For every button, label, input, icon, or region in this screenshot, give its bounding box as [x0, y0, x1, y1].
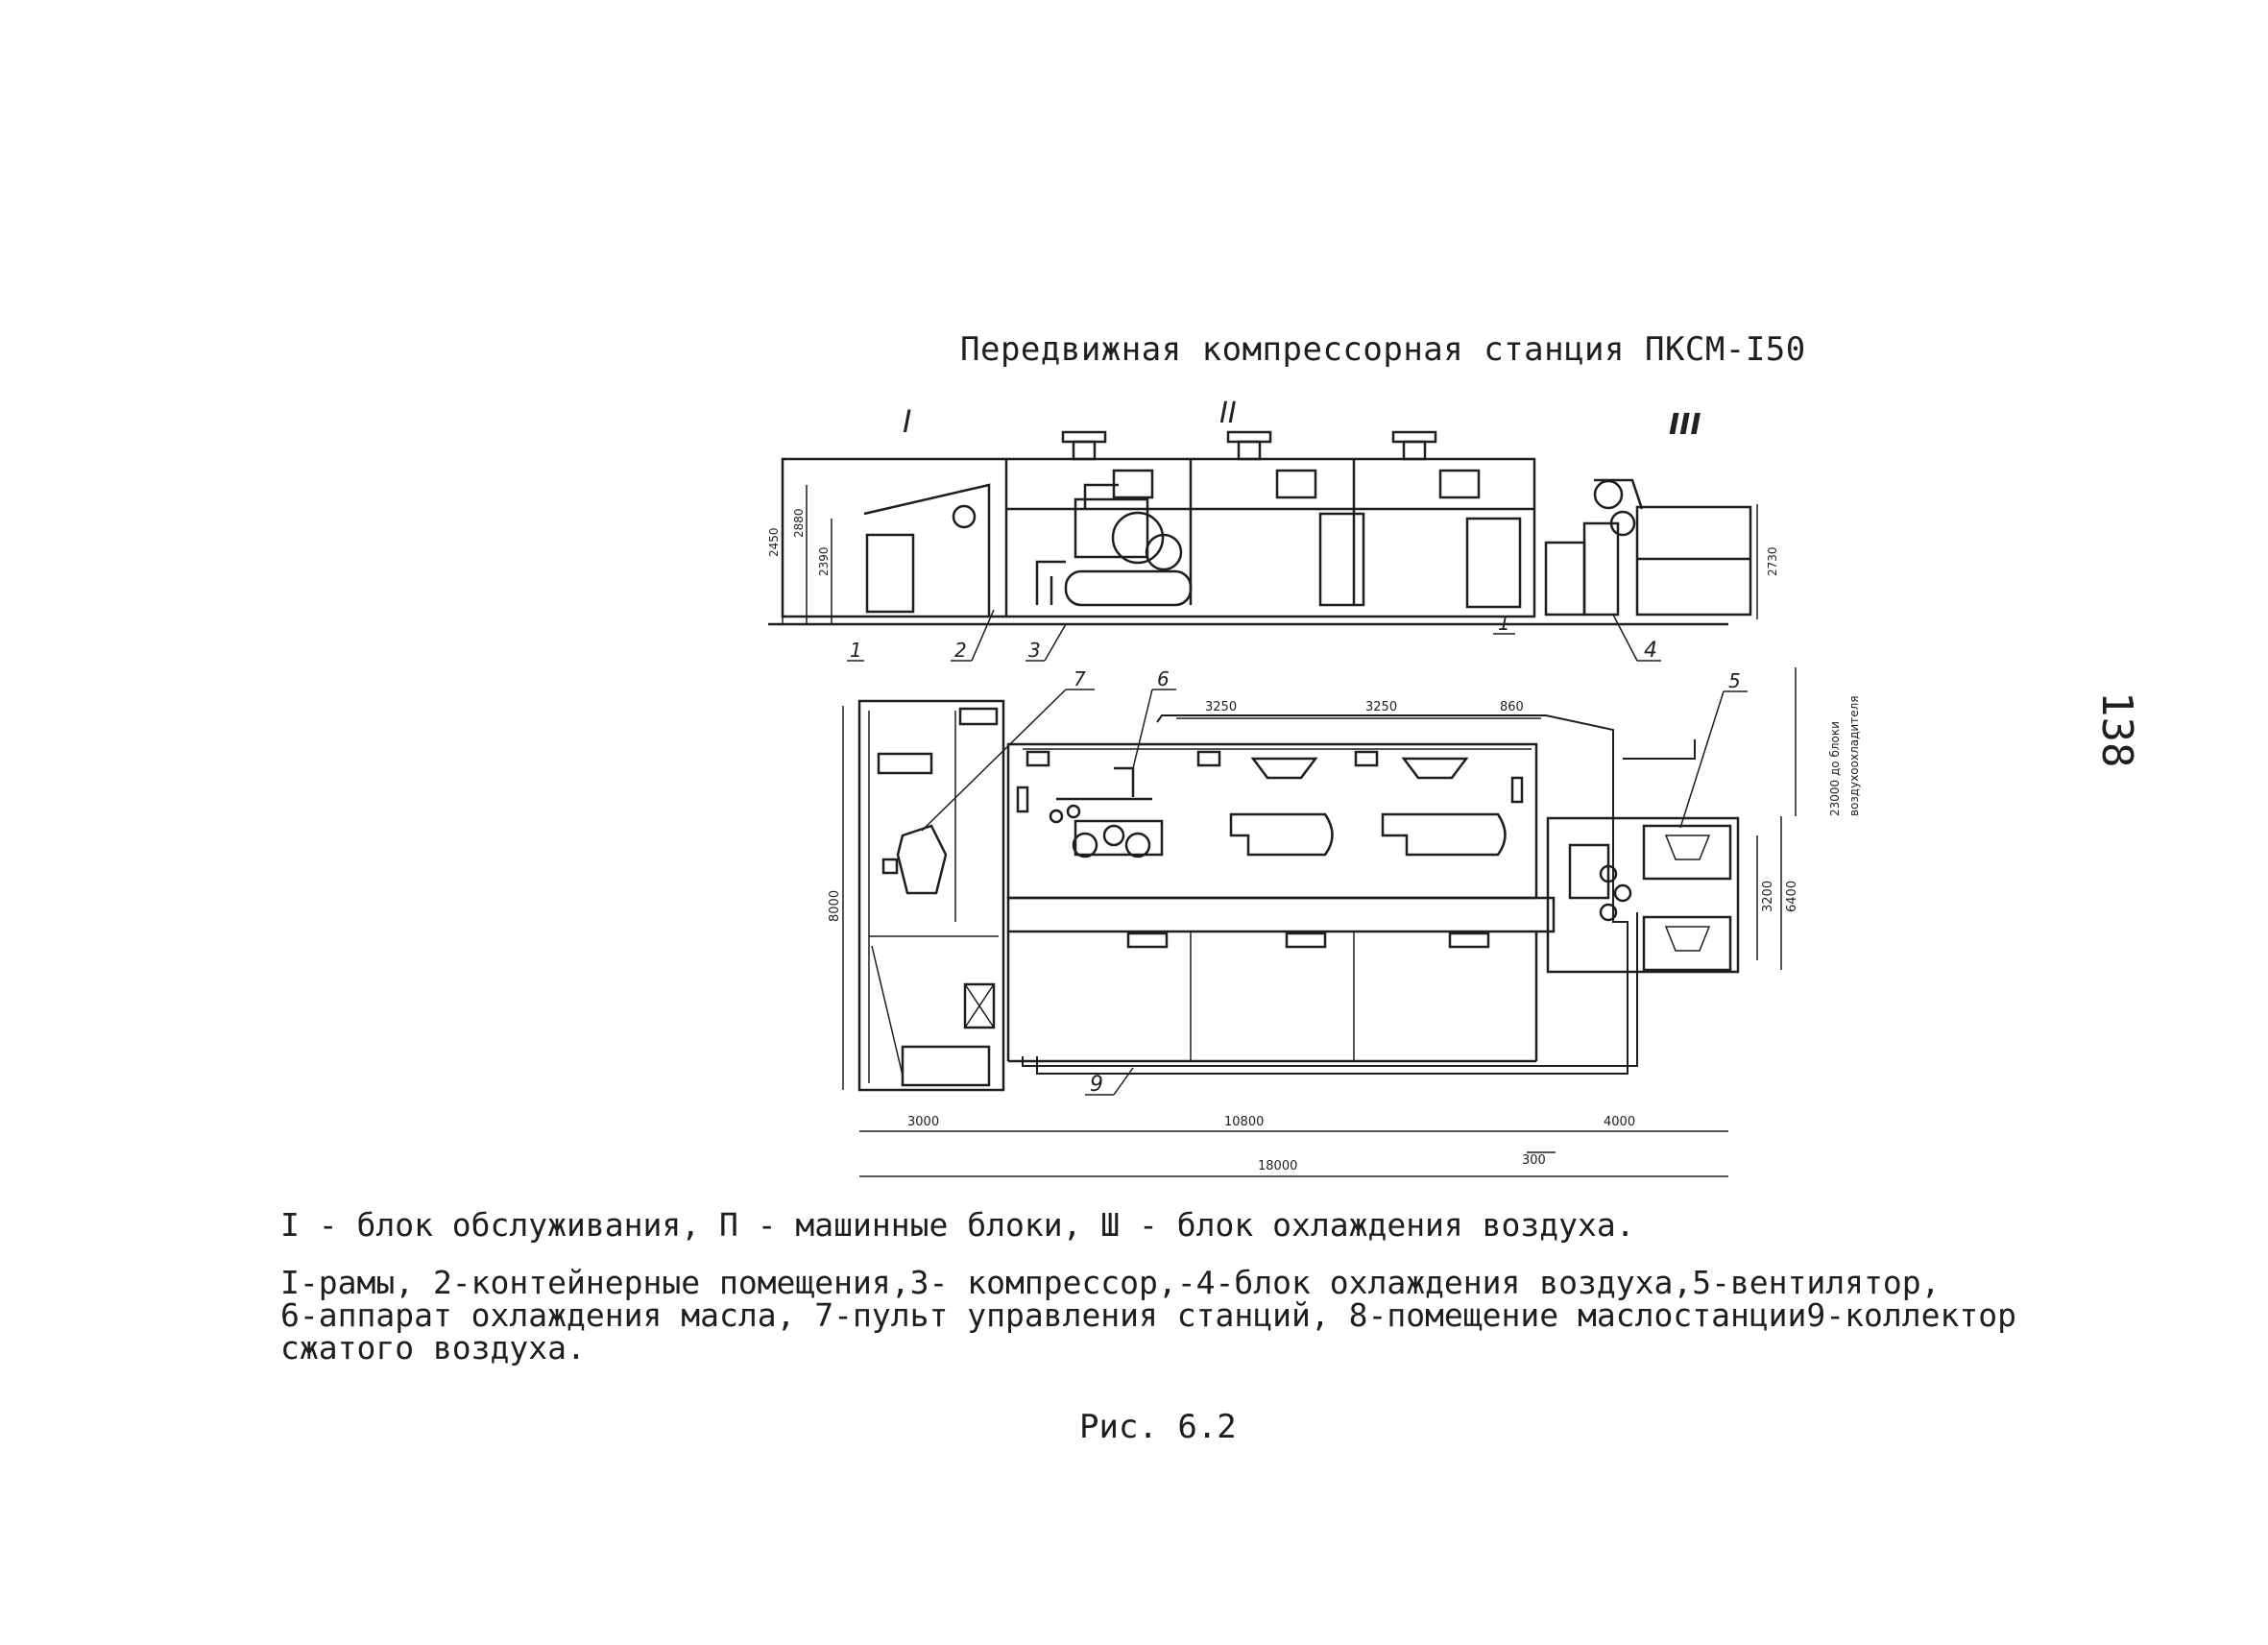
side-vent-3 [1402, 440, 1427, 461]
dim-2390: 2390 [817, 546, 831, 576]
plan-hall-door-left [1016, 786, 1029, 813]
oil-station-equipment [901, 1045, 991, 1087]
caption-line-4: сжатого воздуха. [280, 1329, 586, 1367]
dim-8000: 8000 [828, 890, 842, 922]
plan-hall-door-right [1510, 776, 1524, 804]
air-collector-pipe [1036, 714, 1629, 1075]
control-console [896, 824, 948, 895]
dim-3250a: 3250 [1205, 700, 1237, 714]
plan-view: 3250 3250 860 8000 3200 6400 23000 до бл… [828, 667, 1861, 1177]
plan-vent-2 [1196, 750, 1221, 767]
dim-2880: 2880 [792, 508, 806, 538]
side-block-1-door [865, 533, 915, 614]
plan-lower-window-1 [1126, 931, 1169, 949]
side-block-1-outline [781, 457, 1008, 618]
block-label-3: III [1669, 408, 1701, 442]
plan-callout-6: 6 [1157, 667, 1170, 690]
dim-vertical-note: воздухоохладителя [1847, 696, 1861, 816]
plan-callout-5: 5 [1728, 669, 1741, 692]
dim-2730: 2730 [1766, 546, 1779, 576]
block-label-2: II [1219, 397, 1237, 430]
air-collector-pipe-inner [1022, 912, 1638, 1067]
side-block-1-roof-slope [863, 483, 991, 617]
side-block-2-outline [1006, 457, 1536, 618]
plan-hopper-1 [1250, 757, 1318, 780]
plan-vent-3 [1354, 750, 1379, 767]
dim-10800: 10800 [1224, 1115, 1264, 1129]
dim-3000: 3000 [907, 1115, 939, 1129]
dim-300: 300 [1522, 1153, 1546, 1168]
side-vent-1 [1072, 440, 1097, 461]
side-vent-2-cap [1226, 430, 1272, 444]
oil-cooler-apparatus [1049, 766, 1164, 859]
side-window-2 [1275, 469, 1317, 499]
oil-station-crate [963, 982, 996, 1029]
side-callout-1a: 1 [850, 639, 862, 662]
figure-label: Рис. 6.2 [1079, 1408, 1237, 1446]
dim-18000: 18000 [1258, 1159, 1297, 1173]
plan-cooling-inner [1568, 843, 1610, 900]
compressor-machinery [1035, 483, 1193, 607]
figure-title: Передвижная компрессорная станция ПКСМ-I… [960, 330, 1806, 369]
caption-line-3: 6-аппарат охлаждения масла, 7-пульт упра… [280, 1296, 2016, 1334]
compressor-footprint-2 [1229, 812, 1334, 857]
dim-23000: 23000 до блоки [1828, 721, 1842, 816]
plan-lower-window-3 [1448, 931, 1490, 949]
plan-callout-7: 7 [1074, 667, 1086, 690]
side-vent-3-cap [1391, 430, 1437, 444]
dim-3200: 3200 [1761, 881, 1775, 912]
side-vent-2 [1237, 440, 1262, 461]
dim-3250b: 3250 [1365, 700, 1397, 714]
side-vent-1-cap [1061, 430, 1107, 444]
side-block-1-porthole [952, 504, 977, 529]
side-door-3 [1465, 517, 1522, 609]
plan-lower-window-2 [1285, 931, 1327, 949]
plan-service-desk [877, 752, 933, 775]
caption-line-2: I-рамы, 2-контейнерные помещения,3- комп… [280, 1264, 1941, 1301]
plan-callout-9: 9 [1090, 1073, 1103, 1097]
compressor-footprint-3 [1381, 812, 1507, 857]
plan-service-chair [881, 858, 899, 875]
caption-line-1: I - блок обслуживания, П - машинные блок… [280, 1206, 1635, 1244]
dim-2450: 2450 [767, 527, 781, 557]
dim-6400: 6400 [1785, 881, 1799, 912]
fan-unit-2 [1642, 915, 1732, 972]
side-door-2 [1318, 512, 1365, 607]
plan-service-block [857, 699, 1005, 1092]
side-callout-1b: 1 [1498, 612, 1510, 635]
side-view: 2450 2880 2390 2730 1 2 3 1 4 [767, 430, 1779, 663]
block-label-1: I [903, 403, 911, 440]
side-window-1 [1112, 469, 1154, 499]
dim-860: 860 [1500, 700, 1524, 714]
plan-vent-1 [1025, 750, 1050, 767]
side-callout-4: 4 [1644, 639, 1657, 663]
cooling-unit-machinery [1544, 478, 1644, 617]
plan-cooling-block [1546, 816, 1740, 974]
side-callout-2: 2 [954, 639, 967, 662]
side-block-3-housing [1635, 505, 1752, 617]
side-window-3 [1438, 469, 1481, 499]
plan-hopper-2 [1401, 757, 1469, 780]
plan-service-shelf [958, 707, 999, 726]
dim-4000: 4000 [1604, 1115, 1635, 1129]
plan-corridor [1006, 896, 1556, 933]
side-callout-3: 3 [1028, 639, 1041, 662]
fan-unit-1 [1642, 824, 1732, 881]
